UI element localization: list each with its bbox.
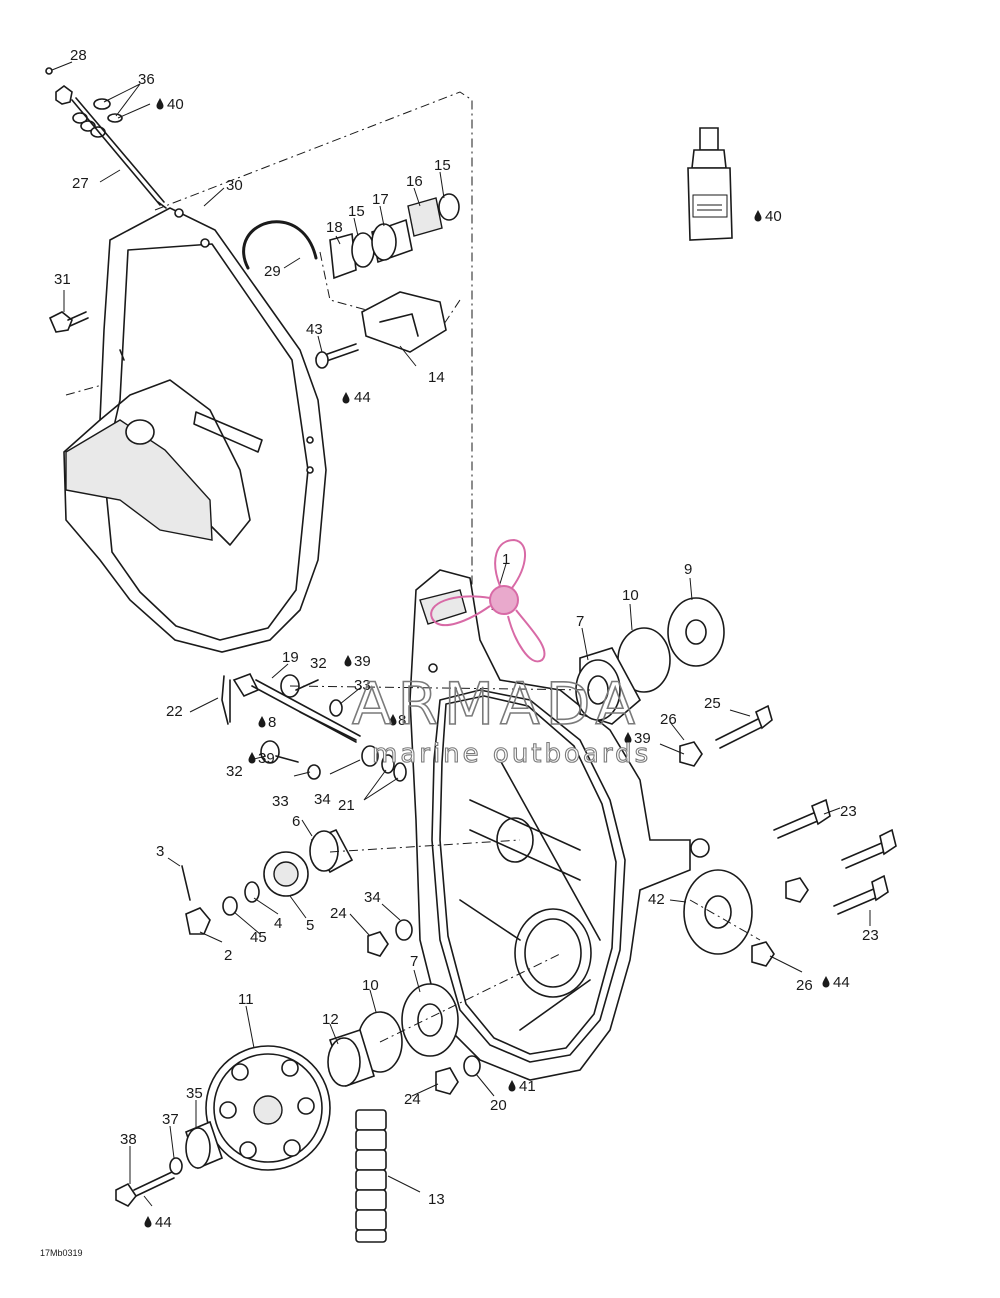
callout: 26: [660, 711, 677, 728]
callout: 33: [354, 677, 371, 694]
bolt: [48, 311, 89, 333]
cable: [242, 220, 318, 270]
mid-nuts: [367, 919, 413, 957]
washer: [683, 869, 753, 955]
callout: 25: [704, 695, 721, 712]
drive-sprocket-assembly: [181, 851, 309, 935]
callout: 26: [796, 977, 813, 994]
callout: 10: [362, 977, 379, 994]
lower-nuts: [435, 1055, 481, 1095]
callout: 41: [519, 1078, 536, 1095]
callout: 23: [840, 803, 857, 820]
callout: 20: [490, 1097, 507, 1114]
callout: 34: [314, 791, 331, 808]
callout: 27: [72, 175, 89, 192]
callout: 29: [264, 263, 281, 280]
callout: 40: [765, 208, 782, 225]
callout: 44: [155, 1214, 172, 1231]
callout: 7: [576, 613, 584, 630]
callout: 38: [120, 1131, 137, 1148]
callout: 3: [156, 843, 164, 860]
tensioner-bearings: [319, 193, 461, 331]
oil-bottle: [687, 127, 733, 241]
callout: 8: [268, 714, 276, 731]
housing-bolts: [679, 704, 897, 967]
watermark: ARMADA marine outboards: [351, 538, 651, 770]
tensioner-bracket: [315, 291, 447, 369]
callout: 12: [322, 1011, 339, 1028]
callout: 24: [404, 1091, 421, 1108]
callout: 43: [306, 321, 323, 338]
bearing: [309, 828, 354, 874]
callout: 33: [272, 793, 289, 810]
upper-bearing-set: [575, 597, 725, 725]
callout: 15: [348, 203, 365, 220]
callout: 22: [166, 703, 183, 720]
propeller-logo: [430, 538, 546, 663]
callout: 6: [292, 813, 300, 830]
callout: 34: [364, 889, 381, 906]
callout: 35: [186, 1085, 203, 1102]
callout: 21: [338, 797, 355, 814]
callout: 17: [372, 191, 389, 208]
callout: 11: [238, 991, 254, 1008]
drawing-code: 17Mb0319: [40, 1248, 83, 1258]
callout: 30: [226, 177, 243, 194]
chaincase-cover: [63, 91, 473, 680]
callout: 44: [833, 974, 850, 991]
callout: 39: [258, 750, 275, 767]
callout: 39: [634, 730, 651, 747]
callout: 16: [406, 173, 423, 190]
callout: 36: [138, 71, 155, 88]
callout: 31: [54, 271, 71, 288]
callout: 40: [167, 96, 184, 113]
callout: 32: [310, 655, 327, 672]
callout: 23: [862, 927, 879, 944]
watermark-tagline: marine outboards: [372, 739, 651, 769]
callout: 18: [326, 219, 343, 236]
callout: 7: [410, 953, 418, 970]
callout: 32: [226, 763, 243, 780]
lower-bearing-set: [327, 983, 459, 1088]
alignment-lines: [289, 685, 761, 1043]
callout: 19: [282, 649, 299, 666]
shaft-hardware: [221, 672, 407, 782]
watermark-brand: ARMADA: [352, 670, 641, 738]
adjuster-bolt-assembly: [45, 67, 167, 209]
callout: 44: [354, 389, 371, 406]
callout: 39: [354, 653, 371, 670]
callout: 37: [162, 1111, 179, 1128]
lower-shaft-hardware: [115, 1120, 223, 1208]
callout: 9: [684, 561, 692, 578]
callout: 8: [398, 712, 406, 729]
callout: 10: [622, 587, 639, 604]
callout: 2: [224, 947, 232, 964]
callout: 42: [648, 891, 665, 908]
driven-sprocket: [205, 1045, 331, 1171]
callout: 4: [274, 915, 282, 932]
callout-labels: 28 36 40 27 30 31 29 18 15 17 16 15 43 1…: [40, 47, 879, 1258]
callout: 15: [434, 157, 451, 174]
callout: 1: [502, 551, 510, 568]
callout: 13: [428, 1191, 445, 1208]
leader-lines: [51, 61, 871, 1207]
callout: 14: [428, 369, 445, 386]
callout: 45: [250, 929, 267, 946]
callout: 28: [70, 47, 87, 64]
callout: 24: [330, 905, 347, 922]
drive-chain: [355, 1109, 387, 1243]
callout: 5: [306, 917, 314, 934]
